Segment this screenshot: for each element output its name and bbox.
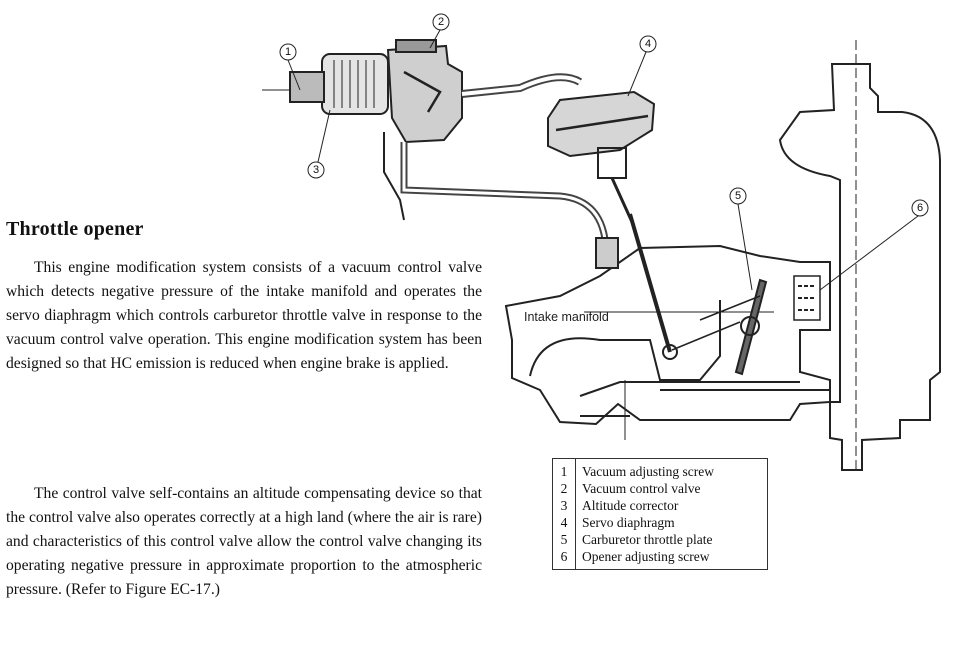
- callout-4-label: 4: [645, 38, 651, 50]
- section-heading: Throttle opener: [6, 218, 144, 240]
- callout-2: [432, 13, 450, 31]
- legend-label: Carburetor throttle plate: [582, 532, 713, 547]
- callout-3-label: 3: [313, 164, 319, 176]
- throttle-plate: [734, 278, 768, 376]
- callout-2-label: 2: [438, 16, 444, 28]
- legend-row: 5 Carburetor throttle plate: [553, 531, 767, 548]
- legend-num: 4: [553, 514, 576, 531]
- legend-label: Servo diaphragm: [582, 515, 675, 530]
- legend-row: 3 Altitude corrector: [553, 497, 767, 514]
- legend-label: Altitude corrector: [582, 498, 679, 513]
- callout-1: [279, 43, 297, 61]
- callout-5: [729, 187, 747, 205]
- legend-row: 1 Vacuum adjusting screw: [553, 459, 767, 480]
- callout-1-label: 1: [285, 46, 291, 58]
- legend-row: 2 Vacuum control valve: [553, 480, 767, 497]
- legend-num: 1: [553, 459, 576, 480]
- vacuum-adjusting-screw: [289, 71, 325, 103]
- description-paragraph: This engine modification system consists…: [6, 259, 482, 372]
- legend-num: 5: [553, 531, 576, 548]
- callout-4: [639, 35, 657, 53]
- callout-5-label: 5: [735, 190, 741, 202]
- callout-6-label: 6: [917, 202, 923, 214]
- legend-label: Vacuum control valve: [582, 481, 701, 496]
- intake-manifold: [504, 244, 831, 426]
- callout-3: [307, 161, 325, 179]
- altitude-paragraph: The control valve self-contains an altit…: [6, 485, 482, 598]
- legend-num: 6: [553, 548, 576, 569]
- legend-row: 4 Servo diaphragm: [553, 514, 767, 531]
- legend-num: 2: [553, 480, 576, 497]
- intake-manifold-label: Intake manifold: [524, 310, 609, 324]
- callout-6: [911, 199, 929, 217]
- vacuum-control-valve: [386, 44, 463, 144]
- legend-num: 3: [553, 497, 576, 514]
- legend-label: Opener adjusting screw: [582, 549, 710, 564]
- altitude-corrector: [321, 53, 389, 115]
- carburetor-body: [778, 63, 941, 471]
- figure-legend: 1 Vacuum adjusting screw 2 Vacuum contro…: [552, 458, 768, 570]
- legend-label: Vacuum adjusting screw: [582, 464, 714, 479]
- legend-row: 6 Opener adjusting screw: [553, 548, 767, 569]
